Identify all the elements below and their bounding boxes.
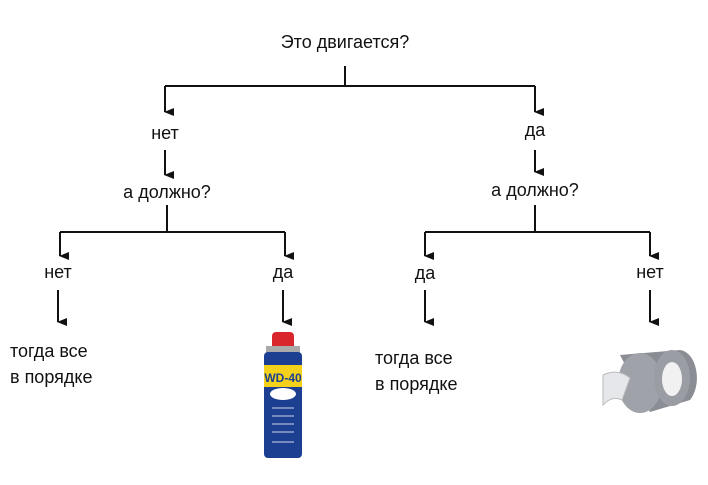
result-ok-right: тогда все в порядке (375, 345, 457, 397)
right-left-answer: да (414, 263, 436, 283)
result-line: тогда все (375, 348, 453, 368)
left-answer: нет (151, 123, 179, 143)
result-ok-left: тогда все в порядке (10, 338, 92, 390)
right-answer: да (524, 120, 546, 140)
root-question: Это двигается? (280, 32, 410, 52)
result-line: в порядке (375, 374, 458, 394)
left-right-answer: да (272, 262, 294, 282)
result-line: в порядке (10, 367, 93, 387)
wd40-logo: WD-40 (264, 371, 302, 385)
right-question: а должно? (491, 180, 579, 200)
left-question: а должно? (123, 182, 211, 202)
left-left-answer: нет (44, 262, 72, 282)
result-line: тогда все (10, 341, 88, 361)
right-right-answer: нет (636, 262, 664, 282)
